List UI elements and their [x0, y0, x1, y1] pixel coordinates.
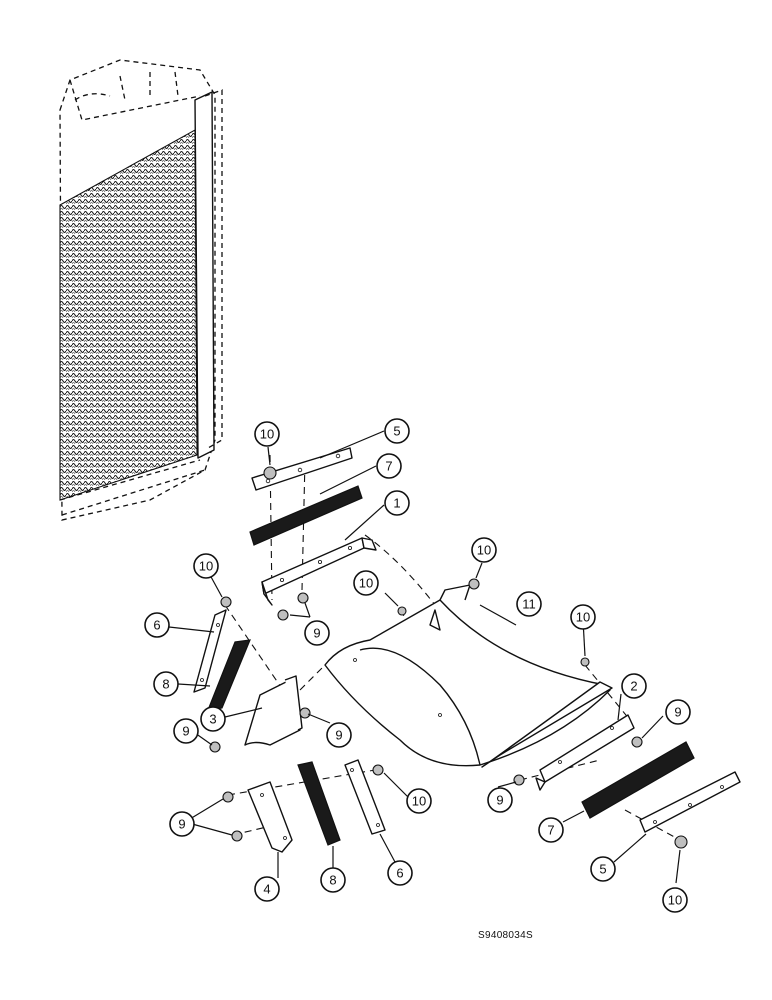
svg-text:4: 4	[263, 882, 270, 897]
svg-text:10: 10	[359, 576, 373, 591]
svg-text:9: 9	[313, 626, 320, 641]
svg-text:7: 7	[385, 459, 392, 474]
callout-9-bracket: 9	[304, 620, 330, 646]
fan-shroud-segment	[324, 584, 613, 768]
svg-text:9: 9	[496, 793, 503, 808]
svg-text:9: 9	[335, 728, 342, 743]
callout-10-shroud: 10	[471, 537, 497, 563]
svg-text:5: 5	[393, 424, 400, 439]
callout-11: 11	[516, 591, 542, 617]
svg-text:10: 10	[477, 543, 491, 558]
callout-4: 4	[254, 876, 280, 902]
callout-9-mid: 9	[326, 722, 352, 748]
seal-strip-right	[581, 741, 695, 819]
svg-text:7: 7	[547, 823, 554, 838]
retainer-strip-left	[193, 609, 227, 693]
svg-text:6: 6	[396, 866, 403, 881]
side-bracket-bottom	[247, 781, 293, 853]
callouts: 1 2 3 4 5 5 6 6 7 7 8 8 9 9 9 9 9 9 10 1…	[144, 418, 691, 913]
svg-text:1: 1	[393, 496, 400, 511]
svg-text:3: 3	[209, 712, 216, 727]
svg-text:5: 5	[599, 862, 606, 877]
seal-strip-left	[207, 639, 251, 711]
svg-text:8: 8	[162, 677, 169, 692]
svg-text:9: 9	[182, 724, 189, 739]
drawing-id: S9408034S	[478, 930, 533, 941]
svg-text:10: 10	[412, 794, 426, 809]
svg-text:10: 10	[199, 559, 213, 574]
side-bracket-left	[244, 675, 303, 746]
callout-2: 2	[621, 673, 647, 699]
seal-strip-bottom	[297, 761, 341, 846]
bracket-right	[535, 714, 635, 791]
svg-text:10: 10	[260, 427, 274, 442]
callout-3: 3	[200, 706, 226, 732]
svg-text:10: 10	[576, 610, 590, 625]
radiator	[59, 59, 223, 521]
callout-9-left: 9	[173, 718, 199, 744]
callout-9-right: 9	[665, 699, 691, 725]
callout-10-center: 10	[353, 570, 379, 596]
bracket-top	[261, 537, 377, 606]
seal-strip-top	[249, 485, 363, 546]
svg-text:10: 10	[668, 893, 682, 908]
svg-text:2: 2	[630, 679, 637, 694]
callout-10-left: 10	[193, 553, 219, 579]
leader-lines	[168, 430, 681, 884]
callout-10-right: 10	[570, 604, 596, 630]
callout-9-bottom-left: 9	[169, 811, 195, 837]
callout-9-center: 9	[487, 787, 513, 813]
svg-text:9: 9	[178, 817, 185, 832]
callout-6-left: 6	[144, 612, 170, 638]
svg-text:9: 9	[674, 705, 681, 720]
callout-8-left: 8	[153, 671, 179, 697]
callout-8-bottom: 8	[320, 867, 346, 893]
svg-text:11: 11	[522, 597, 536, 612]
retainer-strip-bottom	[344, 759, 386, 835]
callout-6-bottom: 6	[387, 860, 413, 886]
svg-text:6: 6	[153, 618, 160, 633]
callout-10-bottom: 10	[406, 788, 432, 814]
callout-5-top: 5	[384, 418, 410, 444]
retainer-strip-right	[639, 771, 741, 833]
callout-1: 1	[384, 490, 410, 516]
svg-text:8: 8	[329, 873, 336, 888]
callout-7-top: 7	[376, 453, 402, 479]
callout-5-bottom: 5	[590, 856, 616, 882]
callout-10-top: 10	[254, 421, 280, 447]
callout-10-bottom-right: 10	[662, 887, 688, 913]
callout-7-bottom: 7	[538, 817, 564, 843]
fasteners	[209, 466, 688, 849]
